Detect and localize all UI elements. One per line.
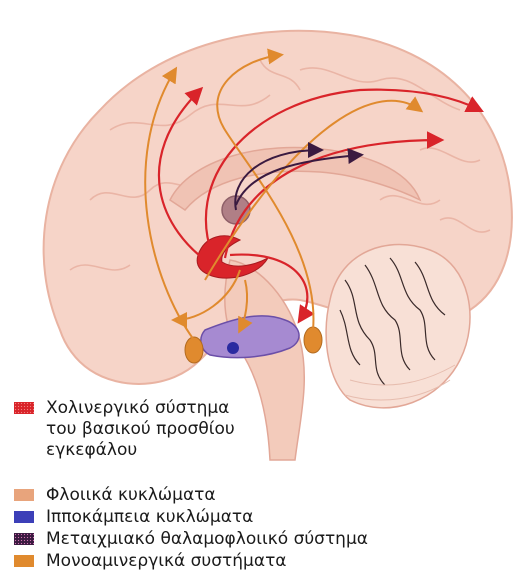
monoamine-nucleus-left [185,337,203,363]
hippocampal-nucleus [227,342,239,354]
monoamine-nucleus-right [304,327,322,353]
cerebellum [326,244,470,407]
